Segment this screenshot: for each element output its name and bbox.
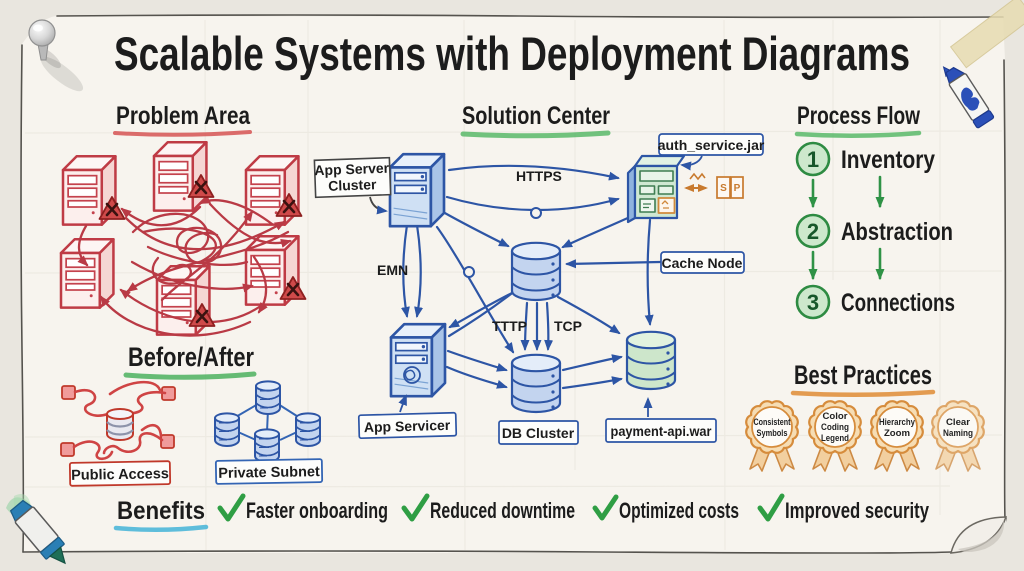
svg-text:Improved security: Improved security: [785, 498, 930, 523]
svg-text:1: 1: [807, 147, 819, 172]
svg-text:Legend: Legend: [821, 433, 849, 444]
svg-text:Faster onboarding: Faster onboarding: [246, 498, 388, 523]
svg-text:Public Access: Public Access: [71, 466, 169, 484]
svg-text:Process Flow: Process Flow: [797, 102, 920, 130]
svg-text:Solution Center: Solution Center: [462, 102, 610, 130]
svg-text:Inventory: Inventory: [841, 146, 935, 174]
svg-text:payment-api.war: payment-api.war: [611, 423, 712, 439]
svg-text:Before/After: Before/After: [128, 342, 254, 372]
svg-text:Hierarchy: Hierarchy: [879, 417, 916, 428]
svg-text:TTTP: TTTP: [492, 318, 527, 334]
svg-text:Abstraction: Abstraction: [841, 218, 953, 246]
svg-text:Benefits: Benefits: [117, 497, 205, 525]
svg-text:3: 3: [807, 290, 819, 315]
svg-text:Reduced downtime: Reduced downtime: [430, 498, 575, 523]
svg-text:TCP: TCP: [554, 318, 582, 334]
svg-text:Optimized costs: Optimized costs: [619, 498, 739, 523]
svg-text:Cache Node: Cache Node: [662, 255, 743, 271]
svg-text:App Server: App Server: [314, 160, 390, 179]
svg-text:Consistent: Consistent: [754, 417, 792, 428]
svg-text:Clear: Clear: [946, 417, 970, 428]
svg-text:DB Cluster: DB Cluster: [502, 425, 575, 441]
svg-text:HTTPS: HTTPS: [516, 168, 562, 184]
svg-text:Connections: Connections: [841, 289, 955, 317]
svg-text:P: P: [734, 183, 741, 194]
svg-text:Coding: Coding: [821, 422, 849, 433]
svg-text:EMN: EMN: [377, 262, 408, 278]
svg-text:S: S: [720, 183, 727, 194]
svg-text:App Servicer: App Servicer: [364, 417, 451, 435]
svg-text:Problem Area: Problem Area: [116, 102, 251, 130]
svg-text:2: 2: [807, 219, 819, 244]
svg-text:Cluster: Cluster: [328, 176, 377, 194]
svg-text:Private Subnet: Private Subnet: [218, 464, 320, 482]
svg-text:Zoom: Zoom: [884, 428, 910, 439]
svg-text:Naming: Naming: [943, 428, 973, 439]
svg-text:Color: Color: [822, 411, 847, 422]
svg-text:Symbols: Symbols: [757, 428, 788, 439]
svg-text:Scalable Systems with Deployme: Scalable Systems with Deployment Diagram…: [114, 27, 910, 80]
svg-text:auth_service.jar: auth_service.jar: [658, 137, 765, 153]
svg-text:Best Practices: Best Practices: [794, 360, 932, 390]
